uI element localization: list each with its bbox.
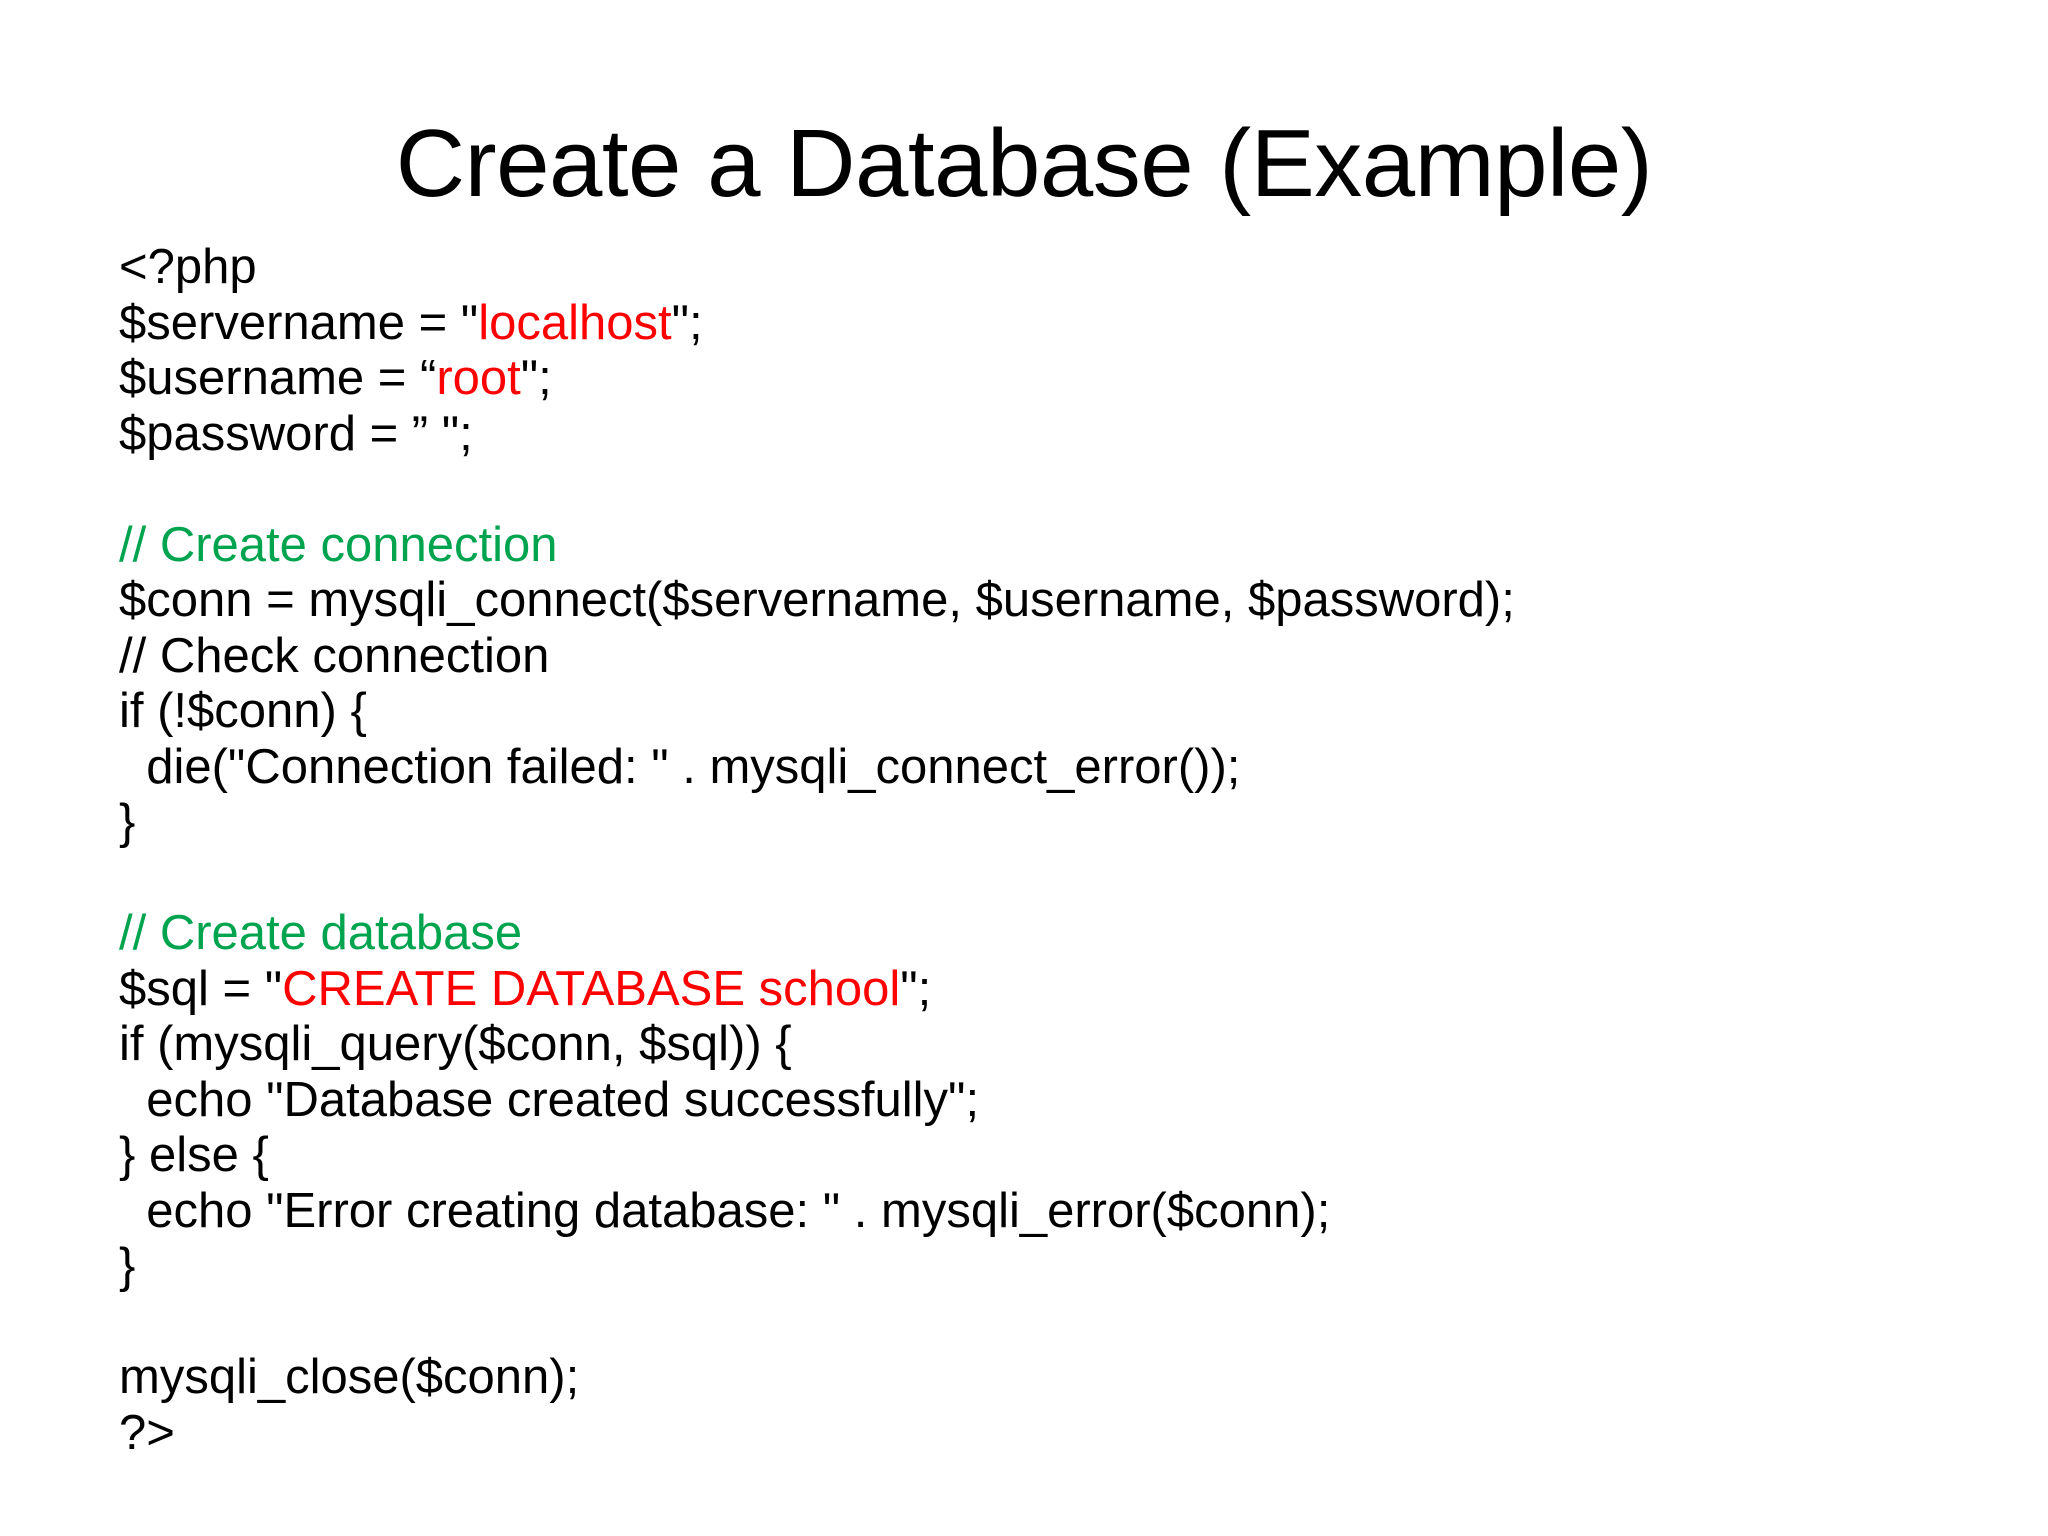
line-sql-assign-seg-1: CREATE DATABASE school xyxy=(282,961,901,1016)
line-mysqli-close-seg-0: mysqli_close($conn); xyxy=(119,1350,580,1404)
line-php-open: <?php xyxy=(119,240,1979,296)
line-comment-check-connection-seg-0: // Check connection xyxy=(119,628,550,683)
line-mysqli-close: mysqli_close($conn); xyxy=(119,1350,1979,1406)
line-comment-create-connection-seg-0: // Create connection xyxy=(119,517,558,572)
line-close-brace-2: } xyxy=(119,1239,1979,1295)
line-else: } else { xyxy=(119,1128,1979,1184)
line-comment-create-database: // Create database xyxy=(119,906,1979,962)
line-close-brace-1-seg-0: } xyxy=(119,795,136,849)
line-comment-create-connection: // Create connection xyxy=(119,518,1979,574)
line-php-close: ?> xyxy=(119,1406,1979,1462)
line-servername-seg-1: localhost xyxy=(478,295,672,350)
line-username-seg-0: $username = “ xyxy=(119,351,437,405)
line-else-seg-0: } else { xyxy=(119,1128,269,1182)
line-php-open-seg-0: <?php xyxy=(119,240,257,294)
line-username: $username = “root"; xyxy=(119,351,1979,407)
line-servername: $servername = "localhost"; xyxy=(119,296,1979,352)
line-sql-assign-seg-2: "; xyxy=(900,961,932,1016)
line-blank-2 xyxy=(119,851,1979,907)
line-password-seg-0: $password = ” "; xyxy=(119,406,473,461)
line-conn-assign-seg-0: $conn = mysqli_connect($servername, $use… xyxy=(119,573,1515,627)
line-username-seg-2: "; xyxy=(520,351,552,405)
line-servername-seg-2: "; xyxy=(671,295,703,350)
line-echo-error-seg-0: echo "Error creating database: " . mysql… xyxy=(119,1183,1331,1238)
line-servername-seg-0: $servername = " xyxy=(119,295,479,350)
line-if-query-seg-0: if (mysqli_query($conn, $sql)) { xyxy=(119,1017,792,1071)
line-php-close-seg-0: ?> xyxy=(119,1405,175,1460)
line-if-conn: if (!$conn) { xyxy=(119,684,1979,740)
line-if-query: if (mysqli_query($conn, $sql)) { xyxy=(119,1017,1979,1073)
line-conn-assign: $conn = mysqli_connect($servername, $use… xyxy=(119,573,1979,629)
line-if-conn-seg-0: if (!$conn) { xyxy=(119,684,367,738)
line-password: $password = ” "; xyxy=(119,407,1979,463)
line-sql-assign: $sql = "CREATE DATABASE school"; xyxy=(119,962,1979,1018)
line-echo-success: echo "Database created successfully"; xyxy=(119,1073,1979,1129)
line-die: die("Connection failed: " . mysqli_conne… xyxy=(119,740,1979,796)
line-close-brace-1: } xyxy=(119,795,1979,851)
line-echo-success-seg-0: echo "Database created successfully"; xyxy=(119,1072,980,1127)
line-echo-error: echo "Error creating database: " . mysql… xyxy=(119,1184,1979,1240)
line-sql-assign-seg-0: $sql = " xyxy=(119,961,283,1016)
line-comment-create-database-seg-0: // Create database xyxy=(119,906,523,960)
line-die-seg-0: die("Connection failed: " . mysqli_conne… xyxy=(119,739,1241,794)
line-username-seg-1: root xyxy=(436,351,521,405)
line-blank-3 xyxy=(119,1295,1979,1351)
line-close-brace-2-seg-0: } xyxy=(119,1239,136,1293)
page-title: Create a Database (Example) xyxy=(395,110,1653,218)
line-comment-check-connection: // Check connection xyxy=(119,629,1979,685)
line-blank-1 xyxy=(119,462,1979,518)
php-code-block: <?php$servername = "localhost";$username… xyxy=(119,240,1979,1461)
